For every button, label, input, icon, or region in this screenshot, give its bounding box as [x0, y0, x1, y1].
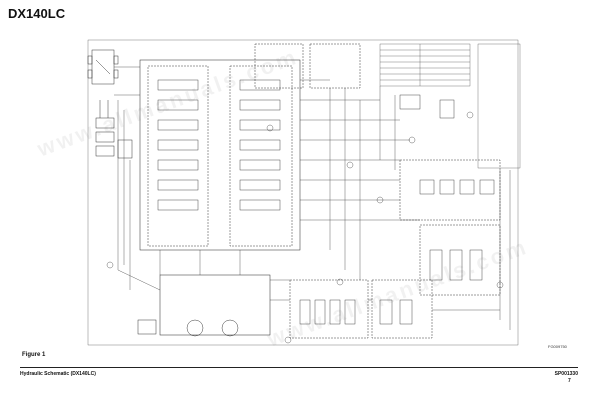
- main-pump: [137, 274, 271, 337]
- footer-title: Hydraulic Schematic (DX140LC): [20, 371, 96, 377]
- figure-label: Figure 1: [22, 352, 46, 358]
- spool-symbols: [157, 79, 281, 211]
- solenoid-valves: [299, 94, 495, 325]
- pilot-valve-bank: [289, 279, 433, 339]
- hydraulic-lines: [114, 66, 511, 330]
- footer-divider: [20, 367, 578, 368]
- left-cylinders: [95, 100, 133, 159]
- legend-list: [477, 43, 521, 169]
- travel-motor-left-top: [87, 49, 119, 85]
- schematic-lines: [87, 39, 521, 346]
- callout-circles: [106, 111, 504, 344]
- parts-table: [379, 43, 471, 87]
- main-control-valve: [139, 59, 301, 251]
- page-title: DX140LC: [8, 6, 66, 21]
- figure-code: FG009750: [548, 344, 567, 349]
- page-number: 7: [568, 378, 571, 384]
- footer-doc-number: SP001330: [554, 371, 578, 377]
- upper-valve-group: [254, 43, 361, 89]
